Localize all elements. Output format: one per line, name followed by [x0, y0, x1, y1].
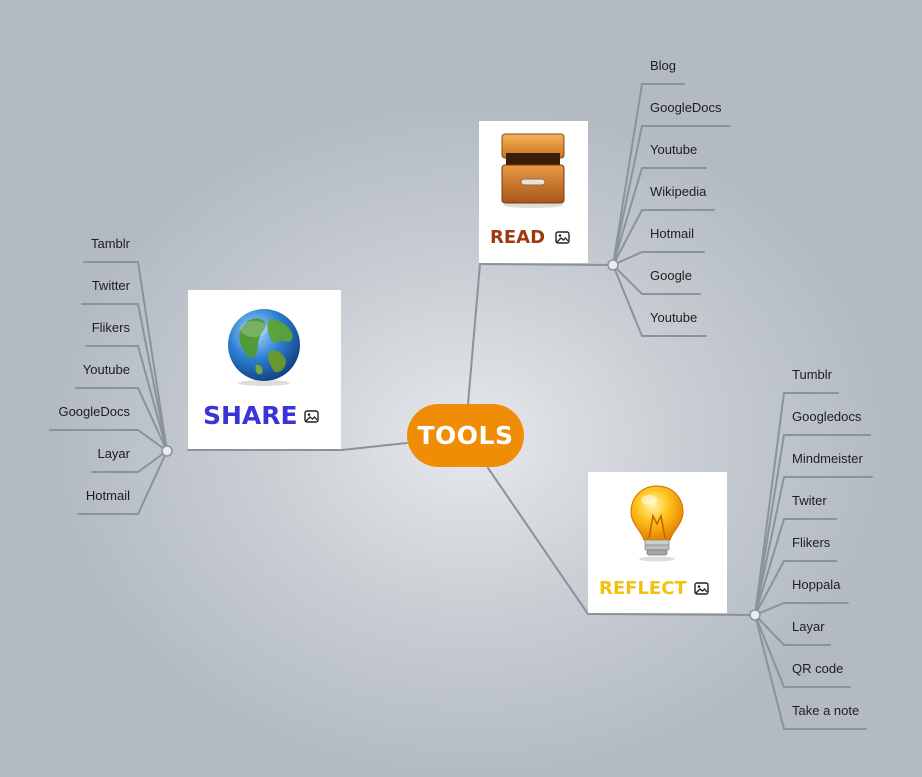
reflect-leaf-mindmeister[interactable]: Mindmeister — [792, 451, 863, 466]
read-leaf-googledocs[interactable]: GoogleDocs — [650, 100, 722, 115]
read-leaf-blog[interactable]: Blog — [650, 58, 677, 73]
branch-label-read: READ — [490, 227, 546, 248]
share-leaf-tamblr[interactable]: Tamblr — [90, 236, 130, 251]
image-icon[interactable] — [555, 231, 570, 244]
read-leaf-google[interactable]: Google — [650, 268, 692, 283]
branch-label-share: SHARE — [203, 401, 298, 430]
branch-label-reflect: REFLECT — [599, 578, 687, 599]
root-label: TOOLS — [417, 421, 514, 450]
read-collapse-handle — [607, 259, 619, 271]
reflect-collapse-handle — [749, 609, 761, 621]
image-icon[interactable] — [304, 410, 319, 423]
share-leaf-youtube[interactable]: Youtube — [82, 362, 130, 377]
branch-node-read[interactable]: READ — [479, 121, 588, 263]
reflect-leaf-layar[interactable]: Layar — [792, 619, 825, 634]
branch-node-share[interactable]: SHARE — [188, 290, 341, 449]
reflect-leaf-qr-code[interactable]: QR code — [792, 661, 844, 676]
read-leaf-youtube[interactable]: Youtube — [650, 142, 698, 157]
reflect-leaf-flikers[interactable]: Flikers — [792, 535, 831, 550]
file-cabinet-icon — [501, 133, 565, 208]
read-leaf-youtube-2[interactable]: Youtube — [650, 310, 698, 325]
reflect-leaf-googledocs[interactable]: Googledocs — [792, 409, 862, 424]
reflect-leaf-twiter[interactable]: Twiter — [792, 493, 827, 508]
reflect-leaf-take-a-note[interactable]: Take a note — [792, 703, 860, 718]
root-node-tools[interactable]: TOOLS — [407, 404, 524, 467]
share-leaf-flikers[interactable]: Flikers — [91, 320, 130, 335]
globe-icon — [228, 309, 300, 386]
branch-node-reflect[interactable]: REFLECT — [588, 472, 727, 613]
image-icon[interactable] — [694, 582, 709, 595]
light-bulb-icon — [630, 485, 684, 562]
reflect-leaf-tumblr[interactable]: Tumblr — [792, 367, 832, 382]
read-leaf-wikipedia[interactable]: Wikipedia — [650, 184, 707, 199]
share-leaf-hotmail[interactable]: Hotmail — [85, 488, 130, 503]
share-leaf-twitter[interactable]: Twitter — [91, 278, 130, 293]
read-leaf-hotmail[interactable]: Hotmail — [650, 226, 695, 241]
share-leaf-googledocs[interactable]: GoogleDocs — [58, 404, 130, 419]
reflect-leaf-hoppala[interactable]: Hoppala — [792, 577, 841, 592]
share-leaf-layar[interactable]: Layar — [97, 446, 130, 461]
share-collapse-handle — [161, 445, 173, 457]
